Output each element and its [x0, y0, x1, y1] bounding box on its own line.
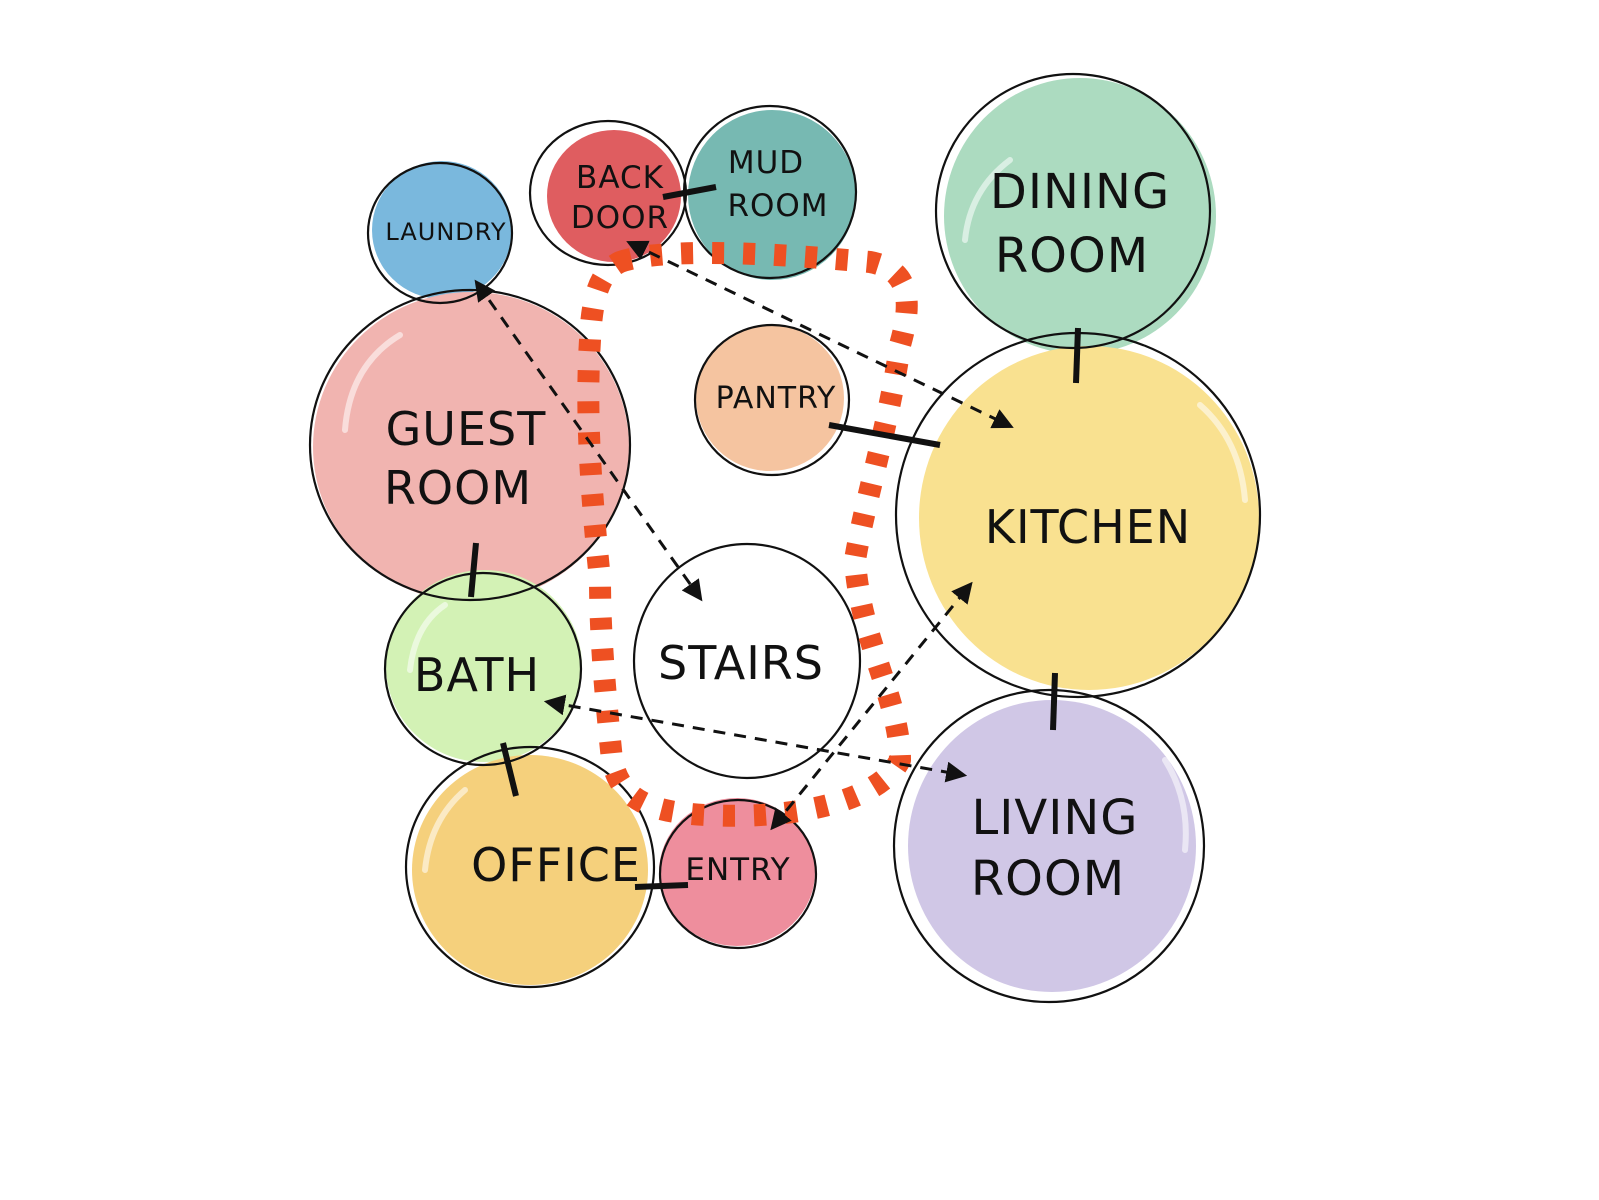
bath-label: BATH: [414, 648, 540, 702]
adjacency-connectors: [468, 184, 1081, 890]
dining-kitchen-connector: [1073, 327, 1081, 384]
entry-label: ENTRY: [685, 852, 790, 888]
guest-room-label-line-1: GUEST: [386, 402, 547, 456]
living-room-outline: [892, 688, 1206, 1004]
bath-living-arrow: [543, 694, 968, 783]
bubble-highlights: [342, 157, 1248, 873]
back-door-label-line-1: BACK: [576, 160, 664, 196]
kitchen-bubble: [919, 346, 1259, 690]
back-door-bubble: [547, 130, 681, 262]
back-door-mud-room-connector: [662, 184, 717, 200]
office-label: OFFICE: [471, 838, 641, 892]
bath-bubble: [386, 570, 582, 762]
entry-bubble: [659, 798, 815, 946]
living-room-label-line-2: ROOM: [971, 851, 1125, 907]
living-room-glint: [1162, 757, 1189, 853]
entry-outline: [658, 798, 818, 950]
bath-office-connector: [500, 742, 519, 797]
laundry-label: LAUNDRY: [385, 218, 506, 246]
laundry-outline: [366, 161, 514, 305]
stairs-label: STAIRS: [658, 636, 824, 690]
living-room-label-line-1: LIVING: [972, 790, 1139, 846]
guest-room-glint: [342, 332, 403, 433]
kitchen-label: KITCHEN: [985, 500, 1191, 554]
kitchen-glint: [1197, 402, 1248, 503]
back-door-label-line-2: DOOR: [571, 200, 669, 236]
office-entry-connector: [634, 882, 689, 890]
room-labels: LAUNDRY BACK DOOR MUD ROOM DINING ROOM G…: [384, 145, 1191, 907]
pantry-kitchen-connector: [828, 422, 941, 448]
dining-room-outline: [934, 72, 1212, 350]
kitchen-living-connector: [1050, 672, 1058, 731]
mud-room-bubble: [688, 110, 856, 280]
dining-room-glint: [962, 157, 1013, 243]
circulation-arrows: [474, 240, 1014, 831]
office-bubble: [412, 755, 648, 985]
office-glint: [422, 787, 468, 873]
entry-kitchen-arrow: [770, 581, 973, 831]
dining-room-label-line-1: DINING: [990, 164, 1170, 220]
laundry-stairs-arrow: [474, 279, 703, 602]
office-outline: [404, 745, 656, 989]
back-door-kitchen-arrow: [626, 240, 1014, 429]
living-room-bubble: [908, 700, 1196, 992]
bath-glint: [407, 602, 448, 673]
dining-room-label-line-2: ROOM: [995, 228, 1149, 284]
mud-room-label-line-1: MUD: [728, 145, 804, 181]
mud-room-label-line-2: ROOM: [727, 188, 828, 224]
laundry-bubble: [372, 161, 512, 299]
guest-room-label-line-2: ROOM: [384, 461, 532, 515]
pantry-label: PANTRY: [716, 381, 837, 416]
